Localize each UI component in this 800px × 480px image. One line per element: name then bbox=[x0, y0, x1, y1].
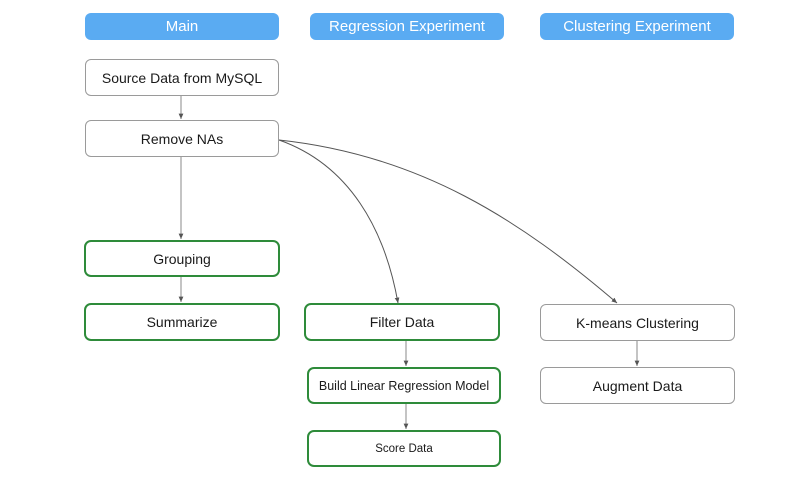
node-filter-data[interactable]: Filter Data bbox=[304, 303, 500, 341]
node-augment-data[interactable]: Augment Data bbox=[540, 367, 735, 404]
node-kmeans-clustering[interactable]: K-means Clustering bbox=[540, 304, 735, 341]
node-score-data[interactable]: Score Data bbox=[307, 430, 501, 467]
lane-header-main: Main bbox=[85, 13, 279, 40]
node-build-linear-regression-model[interactable]: Build Linear Regression Model bbox=[307, 367, 501, 404]
lane-header-clustering: Clustering Experiment bbox=[540, 13, 734, 40]
edge-remove-nas-to-filter bbox=[278, 139, 400, 304]
node-remove-nas[interactable]: Remove NAs bbox=[85, 120, 279, 157]
node-source-data[interactable]: Source Data from MySQL bbox=[85, 59, 279, 96]
node-summarize[interactable]: Summarize bbox=[84, 303, 280, 341]
edge-remove-nas-to-kmeans bbox=[278, 139, 618, 304]
node-grouping[interactable]: Grouping bbox=[84, 240, 280, 277]
lane-header-regression: Regression Experiment bbox=[310, 13, 504, 40]
